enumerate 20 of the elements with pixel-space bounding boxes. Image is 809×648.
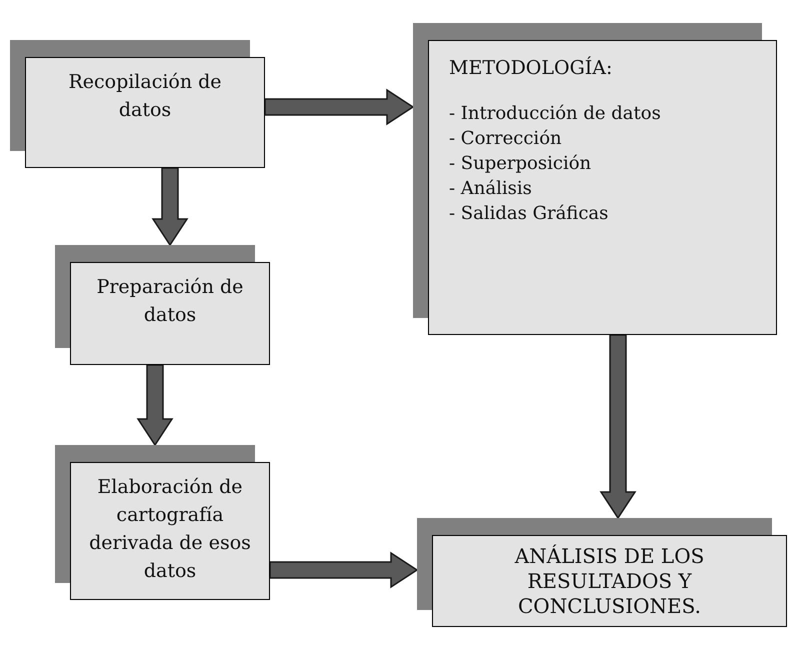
box-label: ANÁLISIS DE LOS RESULTADOS Y CONCLUSIONES. bbox=[514, 544, 706, 619]
box-label: Elaboración de cartografía derivada de esos datos bbox=[88, 475, 252, 584]
box-label: Recopilación de datos bbox=[67, 70, 223, 123]
block-arrow bbox=[264, 88, 414, 126]
list-item: - Superposición bbox=[449, 152, 592, 176]
block-arrow bbox=[269, 552, 418, 588]
process-box bbox=[70, 462, 270, 600]
box-label: Preparación de datos bbox=[96, 275, 244, 328]
process-box bbox=[428, 40, 777, 335]
list-item: - Análisis bbox=[449, 177, 533, 201]
block-arrow bbox=[152, 167, 188, 246]
list-item: - Introducción de datos bbox=[449, 102, 662, 126]
list-item: - Salidas Gráficas bbox=[449, 202, 610, 226]
process-box bbox=[432, 535, 787, 627]
block-arrow bbox=[136, 364, 174, 446]
process-box bbox=[25, 57, 265, 168]
process-box bbox=[70, 262, 270, 365]
list-item: - Corrección bbox=[449, 127, 563, 151]
block-arrow bbox=[600, 334, 636, 520]
heading: METODOLOGÍA: bbox=[449, 57, 614, 79]
